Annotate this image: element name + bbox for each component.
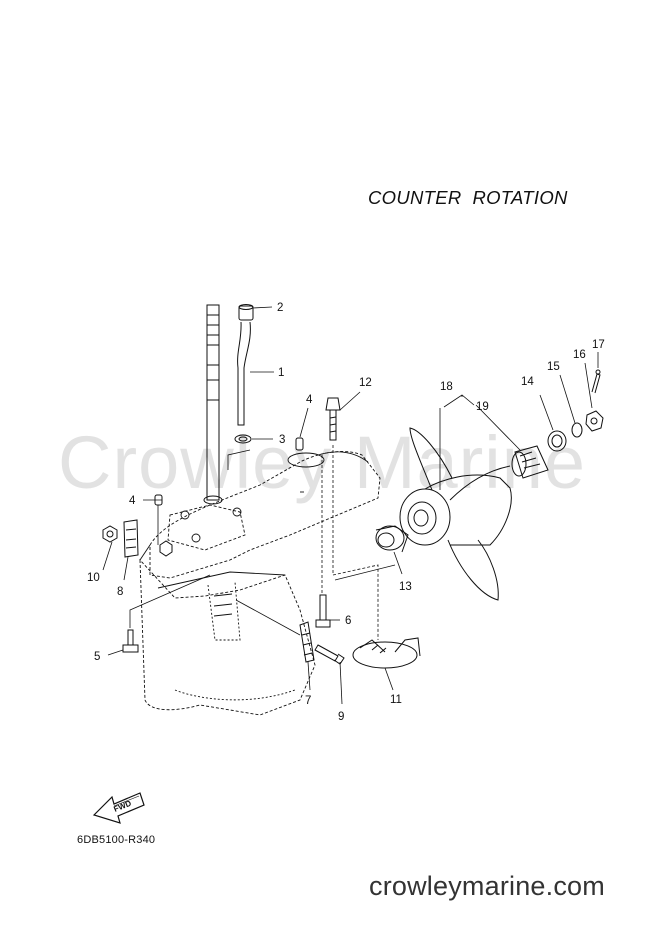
callout-18: 18: [440, 381, 453, 393]
bolt-6[interactable]: [315, 594, 331, 628]
trim-tab[interactable]: [352, 637, 421, 669]
callout-5: 5: [94, 651, 100, 663]
callout-numbers: 1 2 3 4 4 5 6 7 8 9 10 11 12 13 14 15 16…: [87, 302, 605, 723]
washer-15[interactable]: [571, 422, 583, 438]
callout-19: 19: [476, 401, 489, 413]
diagram-code: 6DB5100-R340: [77, 834, 156, 846]
spacer[interactable]: [375, 525, 409, 553]
callout-4b: 4: [129, 495, 136, 507]
callout-2: 2: [277, 302, 283, 314]
diagram-title: COUNTER ROTATION: [368, 187, 568, 208]
spline-hub[interactable]: [511, 445, 549, 479]
callout-9: 9: [338, 711, 344, 723]
dowel-pin[interactable]: [295, 437, 304, 451]
drive-shaft[interactable]: [203, 304, 223, 505]
lower-case-housing[interactable]: [139, 451, 381, 716]
callout-12: 12: [359, 377, 372, 389]
watermark: Crowley Marine: [58, 421, 587, 504]
screw-9[interactable]: [314, 644, 345, 665]
callout-16: 16: [573, 349, 586, 361]
callout-4a: 4: [306, 394, 313, 406]
nut-2[interactable]: [159, 540, 173, 557]
water-tube[interactable]: [237, 321, 251, 426]
callout-11: 11: [390, 694, 402, 706]
cotter-pin[interactable]: [591, 369, 601, 394]
bolt-12[interactable]: [325, 397, 341, 441]
callout-8: 8: [117, 586, 123, 598]
grommet[interactable]: [238, 304, 254, 321]
callout-10: 10: [87, 572, 100, 584]
prop-nut[interactable]: [585, 410, 604, 432]
callout-1: 1: [278, 367, 284, 379]
callout-6: 6: [345, 615, 351, 627]
callout-15: 15: [547, 361, 560, 373]
callout-17: 17: [592, 339, 605, 351]
callout-13: 13: [399, 581, 412, 593]
propeller[interactable]: [399, 427, 512, 601]
washer-14[interactable]: [547, 430, 567, 452]
callout-14: 14: [521, 376, 534, 388]
leader-lines: [102, 306, 599, 705]
callout-7: 7: [305, 695, 311, 707]
fwd-arrow-icon: FWD: [92, 792, 145, 824]
footer-site[interactable]: crowleymarine.com: [369, 871, 605, 901]
nut[interactable]: [102, 525, 118, 543]
callout-3: 3: [279, 434, 285, 446]
clip-7[interactable]: [299, 621, 315, 663]
seal-ring[interactable]: [234, 434, 252, 444]
anode-clip[interactable]: [123, 519, 139, 558]
bolt-5[interactable]: [122, 629, 139, 653]
